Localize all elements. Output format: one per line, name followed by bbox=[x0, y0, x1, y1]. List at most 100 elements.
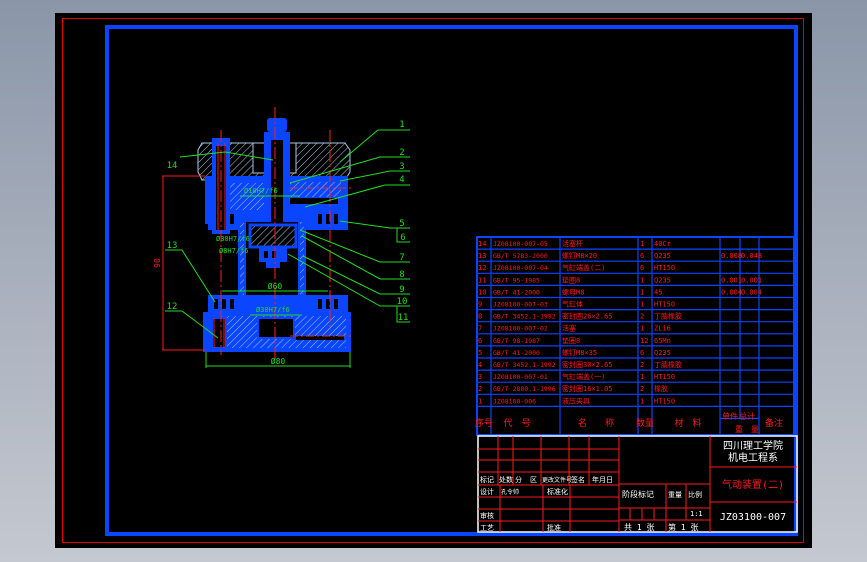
callout-2: 2 bbox=[399, 148, 404, 158]
bom-index: 13 bbox=[478, 252, 486, 260]
scale-label: 比例 bbox=[688, 490, 702, 499]
bom-index: 9 bbox=[478, 301, 482, 309]
bom-header-material: 材 料 bbox=[674, 417, 701, 429]
bom-index: 7 bbox=[478, 325, 482, 333]
bom-header-unit: 单件 bbox=[722, 411, 738, 421]
bom-name: 螺母M8 bbox=[562, 287, 584, 296]
bom-qty: 1 bbox=[640, 288, 644, 296]
bom-index: 14 bbox=[478, 240, 486, 248]
bom-qty: 2 bbox=[640, 361, 644, 369]
bom-header-remark: 备注 bbox=[765, 417, 783, 429]
bom-qty: 6 bbox=[640, 349, 644, 357]
callout-12: 12 bbox=[167, 302, 178, 312]
bom-unit-weight: 0.001 bbox=[721, 276, 742, 284]
callout-14: 14 bbox=[167, 161, 178, 171]
standardize-label: 标准化 bbox=[547, 487, 568, 496]
bom-code: GB/T 2880.1-1996 bbox=[493, 385, 556, 393]
bom-header-index: 序号 bbox=[475, 417, 493, 429]
callout-4: 4 bbox=[399, 175, 404, 185]
callout-7: 7 bbox=[399, 253, 404, 263]
rev-header-zone: 区 bbox=[530, 476, 537, 484]
bom-material: 丁腈橡胶 bbox=[654, 360, 682, 369]
bom-code: JZ08100-007-04 bbox=[493, 264, 548, 272]
bore-top-dimension: Ø10H7/f6 bbox=[244, 187, 278, 195]
bom-header-code: 代 号 bbox=[503, 418, 530, 429]
bom-name: 密封圈26×2.65 bbox=[562, 312, 613, 321]
bom-qty: 6 bbox=[640, 264, 644, 272]
bom-code: GB/T 41-2000 bbox=[493, 288, 540, 296]
bom-qty: 12 bbox=[640, 337, 648, 345]
bom-header-name: 名 称 bbox=[578, 417, 614, 429]
callout-13: 13 bbox=[167, 241, 178, 251]
bom-index: 1 bbox=[478, 397, 482, 405]
bore-bottom-dimension: Ø30H7/f6 bbox=[256, 306, 290, 314]
scale-value: 1:1 bbox=[690, 510, 703, 518]
bom-material: HT150 bbox=[654, 397, 675, 405]
rev-header-doc: 更改文件号 bbox=[542, 476, 572, 484]
bom-material: 65Mn bbox=[654, 337, 671, 345]
drawing-number: JZ03100-007 bbox=[720, 512, 786, 523]
bom-index: 6 bbox=[478, 337, 482, 345]
rev-header-date: 年月日 bbox=[592, 475, 613, 484]
width-60-dimension-text: Ø60 bbox=[268, 281, 283, 291]
bom-qty: 6 bbox=[640, 252, 644, 260]
drawing-border bbox=[62, 18, 804, 543]
bom-material: HT150 bbox=[654, 264, 675, 272]
bom-index: 3 bbox=[478, 373, 482, 381]
approve-label: 批准 bbox=[547, 523, 561, 532]
bom-index: 2 bbox=[478, 385, 482, 393]
bom-code: GB/T 3452.1-1992 bbox=[493, 361, 556, 369]
bom-total-weight: 0.048 bbox=[741, 252, 762, 260]
piston bbox=[248, 223, 298, 249]
bom-name: 密封圈16×1.05 bbox=[562, 384, 613, 393]
bom-name: 螺钉M8×35 bbox=[562, 348, 597, 357]
bom-unit-weight: 0.004 bbox=[721, 288, 742, 296]
bom-material: HT150 bbox=[654, 301, 675, 309]
bom-index: 8 bbox=[478, 313, 482, 321]
callout-11: 11 bbox=[398, 313, 409, 323]
stage-mark-label: 阶段标记 bbox=[622, 489, 654, 499]
bom-code: GB/T 98-1987 bbox=[493, 337, 540, 345]
bom-index: 4 bbox=[478, 361, 482, 369]
bom-qty: 1 bbox=[640, 301, 644, 309]
bom-index: 5 bbox=[478, 349, 482, 357]
design-label: 设计 bbox=[480, 487, 494, 496]
bom-code: JZ08100-007-05 bbox=[493, 240, 548, 248]
bom-code: GB/T 41-2000 bbox=[493, 349, 540, 357]
bom-qty: 1 bbox=[640, 325, 644, 333]
bom-qty: 1 bbox=[640, 373, 644, 381]
drawing-frame bbox=[105, 25, 798, 536]
bom-code: GB/T 95-1985 bbox=[493, 276, 540, 284]
bom-material: Q235 bbox=[654, 252, 671, 260]
bom-index: 10 bbox=[478, 288, 486, 296]
institution-line2: 机电工程系 bbox=[728, 451, 778, 464]
callout-9: 9 bbox=[399, 285, 404, 295]
bom-unit-weight: 0.008 bbox=[721, 252, 742, 260]
design-person: 孔令帅 bbox=[501, 488, 519, 496]
bom-total-weight: 0.004 bbox=[741, 288, 762, 296]
bom-material: Q235 bbox=[654, 276, 671, 284]
bom-material: 丁腈橡胶 bbox=[654, 312, 682, 321]
base-port bbox=[257, 317, 295, 339]
bom-qty: 1 bbox=[640, 240, 644, 248]
callout-6: 6 bbox=[400, 233, 405, 243]
assembly-section-view bbox=[197, 107, 352, 360]
bom-index: 11 bbox=[478, 276, 486, 284]
rev-header-div: 分 bbox=[515, 475, 522, 484]
title-block: 标记 处数 分 区 更改文件号 签名 年月日 设计 孔令帅 标准化 审核 工艺 … bbox=[477, 435, 798, 533]
bore-mid2-dimension: Ø8H7/f6 bbox=[219, 247, 249, 255]
bom-header-weight: 重 量 bbox=[735, 424, 759, 434]
bom-code: JZ08100-007-02 bbox=[493, 325, 548, 333]
sheet-number: 第 1 张 bbox=[668, 522, 698, 532]
